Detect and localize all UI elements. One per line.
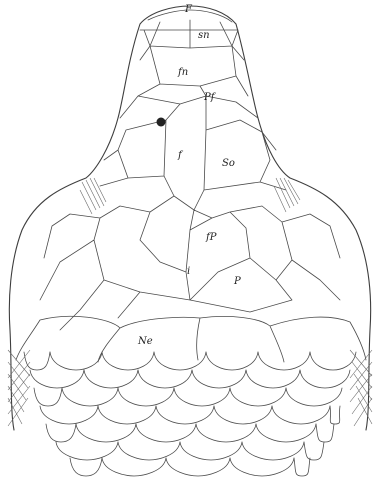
nuchal-row	[16, 316, 366, 362]
right-ear-hatch	[274, 178, 300, 212]
label-ne: Ne	[137, 336, 153, 347]
label-fp: fP	[205, 232, 217, 243]
dorsal-scale	[34, 388, 62, 406]
dorsal-scale	[84, 370, 138, 388]
dorsal-scale	[98, 406, 156, 424]
dorsal-scale	[40, 406, 98, 424]
dorsal-scale	[206, 352, 258, 370]
label-so: So	[222, 158, 235, 169]
snout-scales	[120, 10, 258, 118]
dorsal-scale	[156, 406, 214, 424]
dorsal-scale	[166, 458, 230, 476]
dorsal-scale	[242, 442, 304, 460]
dorsal-scale	[30, 370, 84, 388]
left-ear-hatch	[80, 178, 106, 214]
dorsal-scale	[246, 370, 300, 388]
dorsal-scale	[214, 406, 272, 424]
dorsal-scale	[174, 388, 230, 406]
dorsal-scale	[256, 424, 316, 442]
dorsal-scale	[70, 458, 102, 476]
dorsal-scale	[272, 406, 330, 424]
dorsal-scale	[24, 352, 50, 370]
label-i: i	[187, 266, 190, 277]
dorsal-scale	[304, 442, 324, 460]
dorsal-scale	[102, 458, 166, 476]
dorsal-scale	[316, 424, 334, 442]
dorsal-scale	[76, 424, 136, 442]
frontal-region	[100, 96, 286, 210]
dorsal-scale	[286, 388, 342, 406]
dorsal-scale	[136, 424, 196, 442]
dorsal-scale	[300, 370, 350, 388]
dorsal-scale	[118, 442, 180, 460]
label-p: P	[233, 276, 241, 287]
label-sn: sn	[198, 30, 210, 41]
dorsal-scale	[154, 352, 206, 370]
label-fn: fn	[177, 67, 188, 78]
dorsal-scale	[138, 370, 192, 388]
dorsal-scales	[24, 352, 356, 476]
dorsal-scale	[46, 424, 76, 442]
dorsal-scale	[56, 442, 118, 460]
label-f: f	[177, 150, 184, 161]
dorsal-scale	[196, 424, 256, 442]
dorsal-scale	[230, 458, 294, 476]
dorsal-scale	[118, 388, 174, 406]
dorsal-scale	[102, 352, 154, 370]
dorsal-scale	[62, 388, 118, 406]
dorsal-scale	[294, 458, 310, 476]
dorsal-scale	[192, 370, 246, 388]
dorsal-scale	[230, 388, 286, 406]
dorsal-scale	[310, 352, 356, 370]
dorsal-scale	[50, 352, 102, 370]
dorsal-scale	[330, 406, 340, 424]
label-F: F	[184, 4, 193, 15]
nostril-dot	[157, 118, 166, 127]
parietal-region	[40, 196, 340, 330]
dorsal-scale	[180, 442, 242, 460]
